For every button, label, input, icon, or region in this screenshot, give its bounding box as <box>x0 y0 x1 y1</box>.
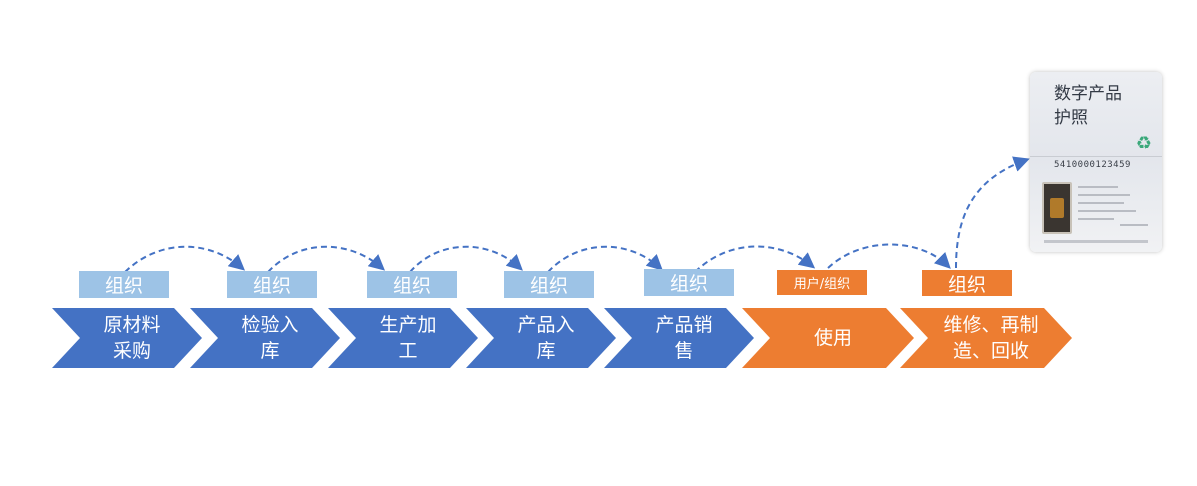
organization-tag: 组织 <box>367 271 457 298</box>
flow-arrow <box>409 245 523 273</box>
passport-text-line <box>1078 202 1124 204</box>
recycle-icon: ♻ <box>1135 133 1153 154</box>
passport-text-line <box>1078 186 1118 188</box>
flow-arrow <box>547 245 663 273</box>
passport-title: 数字产品 护照 <box>1054 84 1122 128</box>
stage-label: 产品销 售 <box>655 314 713 362</box>
flow-arrow <box>267 245 386 273</box>
stage-chevron <box>328 308 478 368</box>
stage-chevron <box>900 308 1072 368</box>
stage-label: 检验入 库 <box>241 314 299 362</box>
stage-label: 维修、再制 造、回收 <box>943 314 1039 362</box>
flow-arrow <box>955 156 1030 269</box>
stage-chevron <box>604 308 754 368</box>
organization-tag: 组织 <box>644 269 734 296</box>
stage-chevron <box>52 308 202 368</box>
flow-arrow <box>124 245 246 273</box>
flow-arrow <box>694 245 816 273</box>
organization-tag: 组织 <box>504 271 594 298</box>
stage-chevron <box>742 308 914 368</box>
flow-arrow <box>827 243 951 269</box>
stage-label: 生产加 工 <box>379 314 437 362</box>
organization-tag: 组织 <box>79 271 169 298</box>
passport-text-line <box>1078 194 1130 196</box>
stage-label: 原材料 采购 <box>103 314 161 362</box>
passport-divider <box>1030 156 1162 157</box>
digital-product-passport-card: 数字产品 护照 ♻ 5410000123459 <box>1030 72 1162 252</box>
organization-tag: 组织 <box>922 270 1012 296</box>
stage-label: 产品入 库 <box>517 314 575 362</box>
passport-number: 5410000123459 <box>1054 160 1131 170</box>
stage-label: 使用 <box>813 327 852 349</box>
stage-chevron <box>190 308 340 368</box>
passport-photo <box>1042 182 1072 234</box>
organization-tag: 用户/组织 <box>777 270 867 295</box>
stage-chevron <box>466 308 616 368</box>
organization-tag: 组织 <box>227 271 317 298</box>
passport-text-line <box>1120 224 1148 226</box>
passport-mrz-line <box>1044 240 1148 243</box>
passport-text-line <box>1078 218 1114 220</box>
passport-text-line <box>1078 210 1136 212</box>
